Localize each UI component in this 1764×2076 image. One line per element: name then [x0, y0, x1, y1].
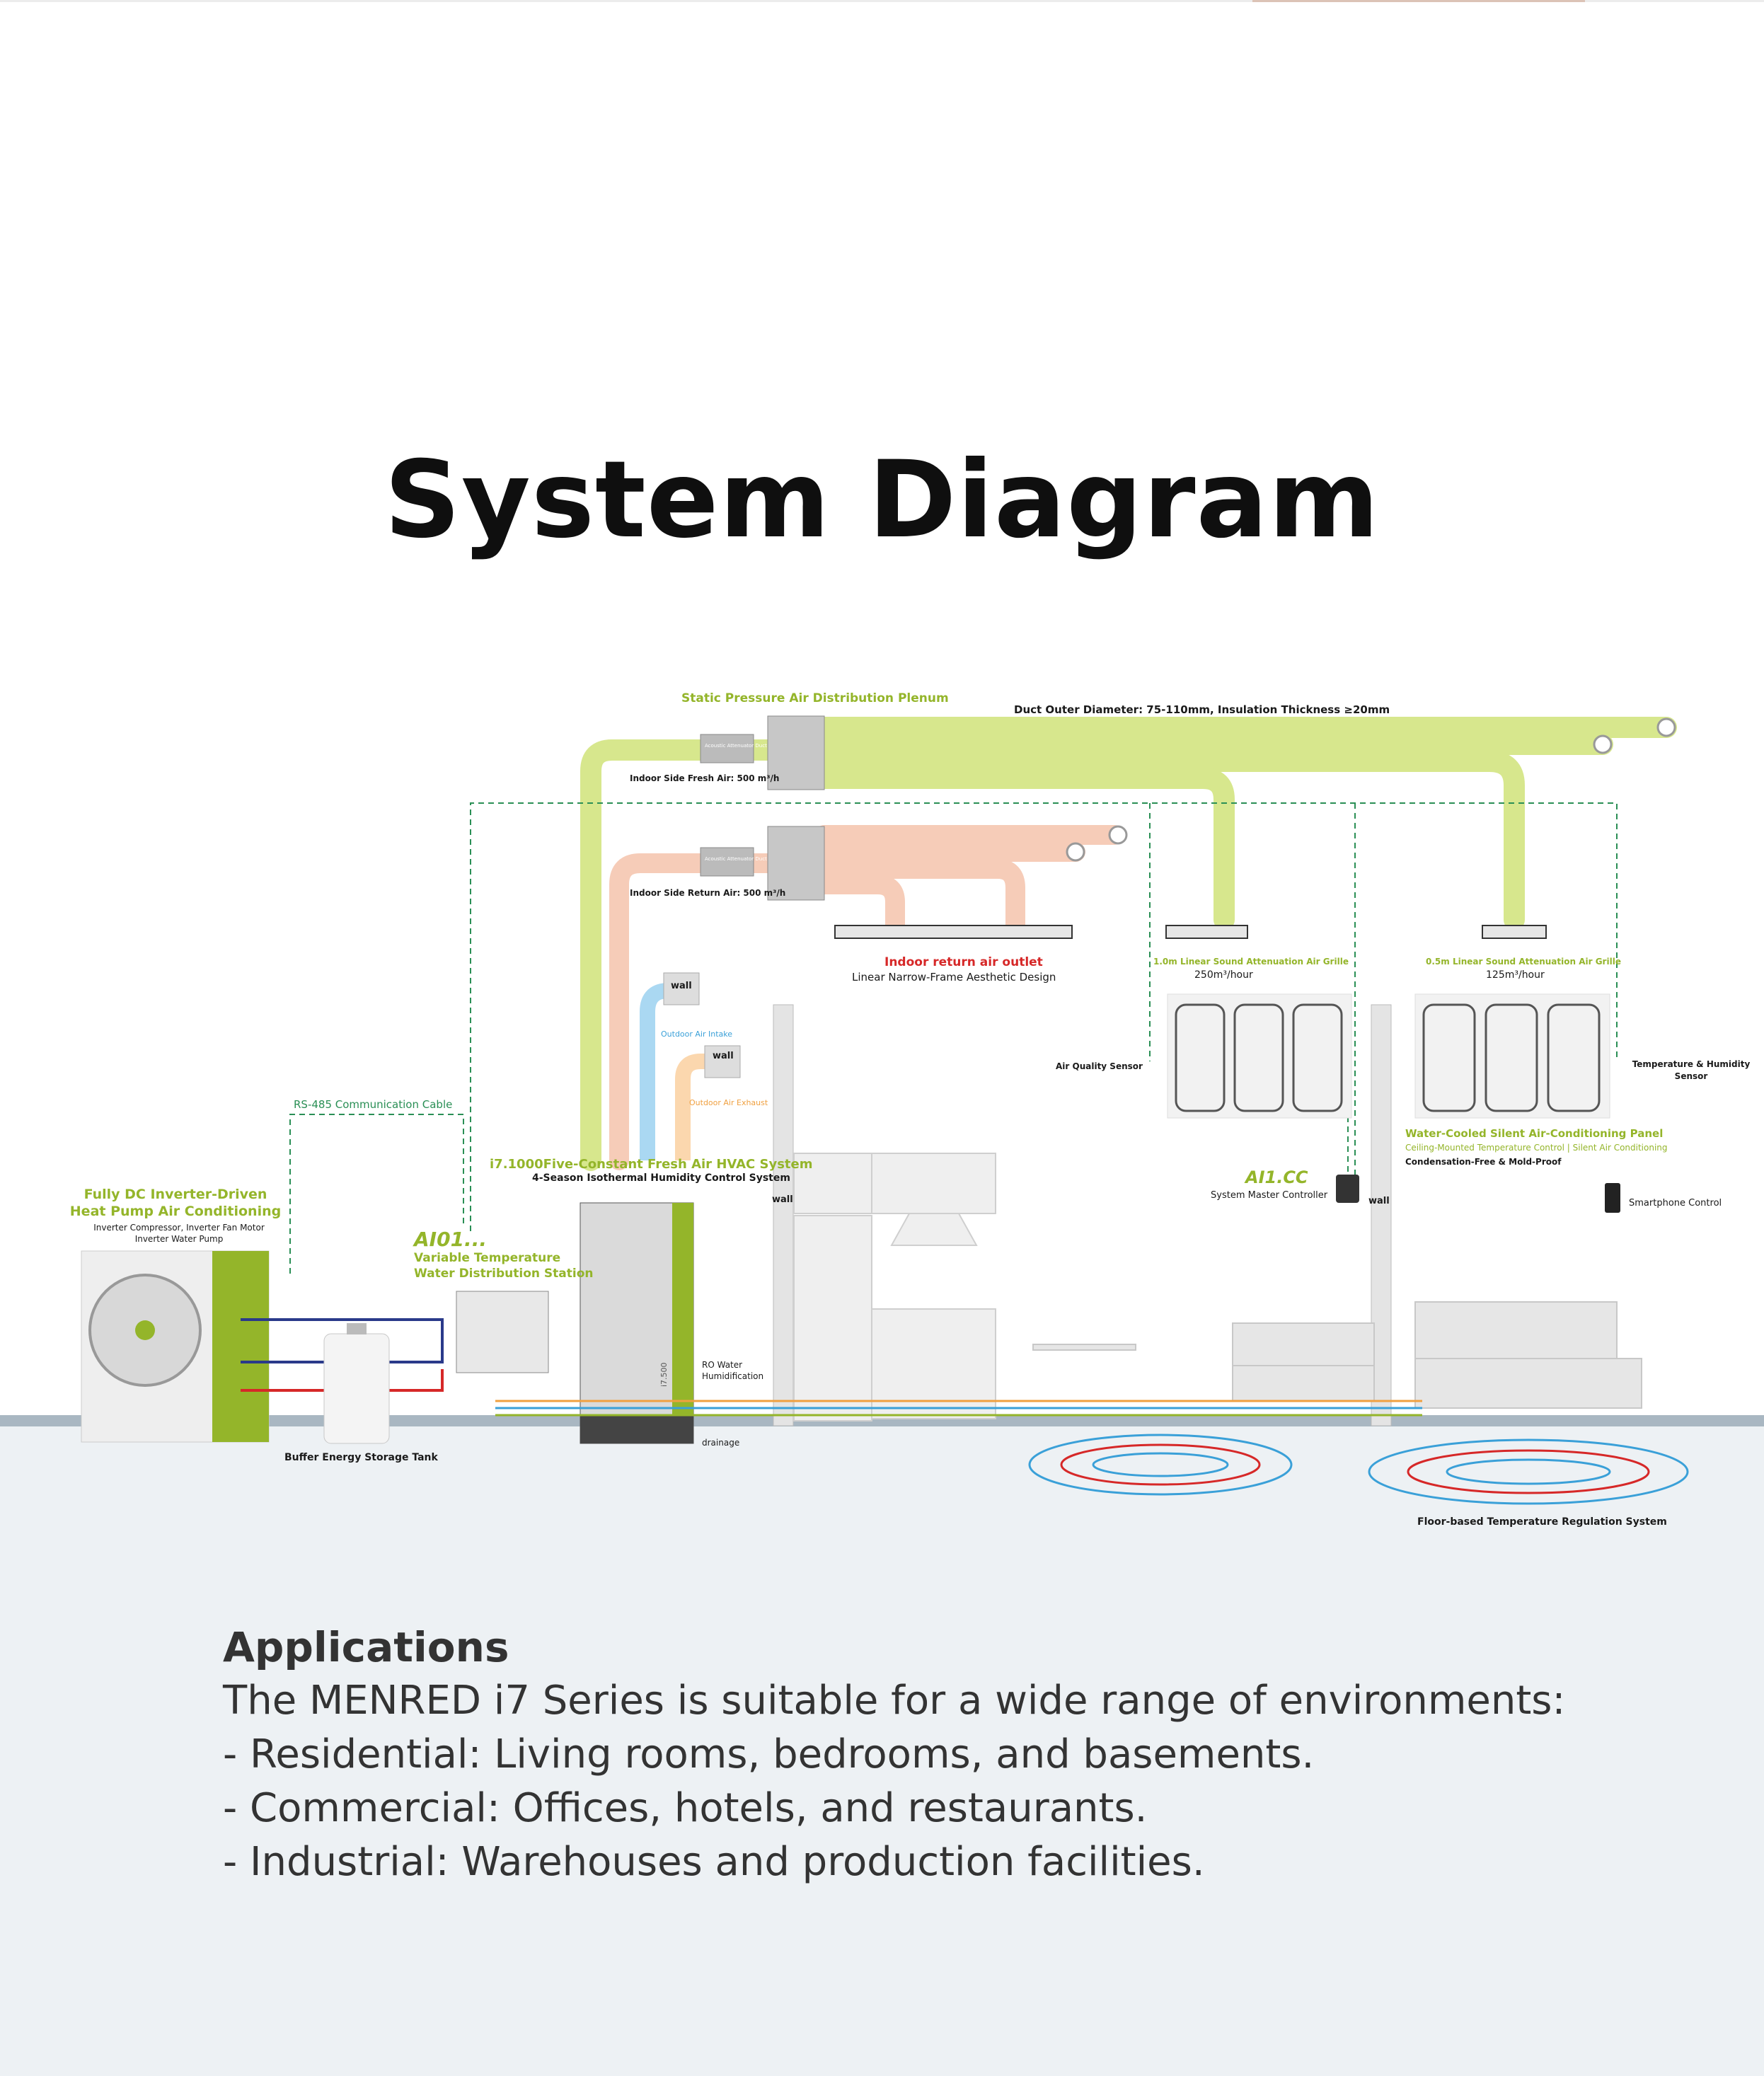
page-title: System Diagram	[384, 439, 1380, 562]
heat-pump-panel	[212, 1251, 269, 1442]
attenuator-fresh	[700, 734, 754, 763]
brick-wall-left	[773, 1004, 794, 1426]
return-outlet-desc: Linear Narrow-Frame Aesthetic Design	[852, 971, 1056, 984]
ro-water-label-2: Humidification	[702, 1371, 764, 1381]
controller-name: System Master Controller	[1211, 1190, 1328, 1201]
hvac-desc-label: 4-Season Isothermal Humidity Control Sys…	[532, 1172, 790, 1184]
return-diffuser-2	[1066, 842, 1085, 862]
air-quality-label: Air Quality Sensor	[1056, 1061, 1143, 1071]
duct-spec-label: Duct Outer Diameter: 75-110mm, Insulatio…	[1014, 703, 1390, 716]
controller-code: AI1.CC	[1245, 1167, 1308, 1187]
return-outlet-label: Indoor return air outlet	[884, 955, 1043, 969]
duct-branch-right	[814, 751, 1525, 930]
return-air-riser	[609, 853, 778, 1170]
cable-top	[470, 802, 1618, 1231]
master-controller-device	[1336, 1175, 1359, 1203]
buffer-tank-label: Buffer Energy Storage Tank	[284, 1452, 438, 1463]
panel-desc-1: Ceiling-Mounted Temperature Control | Si…	[1405, 1143, 1668, 1153]
diffuser-1	[1656, 717, 1676, 737]
heatpump-title-2: Heat Pump Air Conditioning	[69, 1204, 282, 1219]
attenuator-return	[700, 847, 754, 877]
plenum-box-fresh	[767, 715, 825, 790]
return-diffuser-1	[1108, 825, 1128, 845]
attenuator-fresh-label: Acoustic Attenuator Duct	[705, 743, 767, 749]
applications-industrial: - Industrial: Warehouses and production …	[223, 1839, 1205, 1885]
fresh-air-label: Indoor Side Fresh Air: 500 m³/h	[630, 773, 780, 783]
return-air-ducts	[609, 825, 1124, 1170]
diffuser-2	[1593, 734, 1613, 754]
applications-intro: The MENRED i7 Series is suitable for a w…	[223, 1678, 1566, 1724]
applications-section: Applications The MENRED i7 Series is sui…	[223, 1620, 1638, 1889]
fresh-air-ducts	[580, 717, 1677, 1171]
floor-system-label: Floor-based Temperature Regulation Syste…	[1417, 1516, 1667, 1528]
supply-grille-1	[1165, 925, 1248, 939]
brick-wall-right	[1371, 1004, 1392, 1426]
floor-background	[0, 1424, 1764, 2076]
outdoor-intake-duct	[640, 983, 672, 1160]
return-air-label: Indoor Side Return Air: 500 m³/h	[630, 888, 786, 898]
applications-commercial: - Commercial: Offices, hotels, and resta…	[223, 1785, 1148, 1831]
supply-grille-2	[1482, 925, 1547, 939]
return-drop-right	[814, 859, 1025, 935]
heatpump-title-1: Fully DC Inverter-Driven	[83, 1187, 267, 1202]
wall-label-bedroom: wall	[1368, 1196, 1390, 1206]
grille-1-flow: 250m³/hour	[1194, 969, 1253, 981]
hvac-unit-side	[672, 1203, 693, 1415]
drainage-label: drainage	[702, 1438, 740, 1448]
plenum-label: Static Pressure Air Distribution Plenum	[681, 691, 949, 705]
plenum-box-return	[767, 826, 825, 901]
buffer-tank-body	[323, 1333, 390, 1444]
top-divider-accent	[1252, 0, 1585, 2]
pipe-return	[241, 1369, 444, 1392]
grille-2-flow: 125m³/hour	[1486, 969, 1545, 981]
floor-heating-coils	[1028, 1434, 1689, 1505]
heat-pump-fan-hub	[135, 1320, 155, 1340]
grille-2-label: 0.5m Linear Sound Attenuation Air Grille	[1426, 957, 1621, 967]
return-outlet-grille	[834, 925, 1073, 939]
rs485-label: RS-485 Communication Cable	[294, 1098, 453, 1111]
return-drop-left	[814, 875, 905, 935]
station-code: AI01...	[414, 1228, 487, 1251]
kitchen	[793, 1153, 996, 1422]
wall-label-intake: wall	[671, 981, 692, 991]
applications-heading: Applications	[223, 1623, 509, 1671]
heatpump-desc-2: Inverter Water Pump	[134, 1234, 224, 1244]
wall-label-exhaust: wall	[713, 1051, 734, 1061]
outdoor-intake-label: Outdoor Air Intake	[661, 1030, 733, 1039]
temp-humidity-label-2: Sensor	[1674, 1071, 1708, 1081]
fresh-air-riser	[580, 739, 778, 1171]
duct-branch-left	[814, 768, 1235, 930]
hvac-unit-base	[580, 1415, 693, 1443]
distribution-station-box	[456, 1291, 549, 1373]
outdoor-exhaust-duct	[675, 1054, 711, 1160]
smartphone-label: Smartphone Control	[1629, 1198, 1722, 1209]
applications-residential: - Residential: Living rooms, bedrooms, a…	[223, 1731, 1315, 1777]
panel-title-label: Water-Cooled Silent Air-Conditioning Pan…	[1405, 1127, 1664, 1140]
heatpump-desc-1: Inverter Compressor, Inverter Fan Motor	[93, 1223, 265, 1233]
station-name-1: Variable Temperature	[414, 1251, 561, 1265]
floor-line	[0, 1415, 1764, 1426]
ro-water-label-1: RO Water	[702, 1360, 743, 1370]
station-name-2: Water Distribution Station	[414, 1267, 594, 1281]
attenuator-return-label: Acoustic Attenuator Duct	[705, 856, 767, 862]
panel-desc-2: Condensation-Free & Mold-Proof	[1405, 1157, 1562, 1167]
grille-1-label: 1.0m Linear Sound Attenuation Air Grille	[1153, 957, 1349, 967]
unit-model-label: i7.500	[659, 1362, 669, 1387]
rs485-cable	[289, 1114, 464, 1274]
furniture	[1032, 1301, 1642, 1409]
wall-block-intake	[663, 972, 700, 1005]
smartphone-device	[1605, 1183, 1620, 1213]
ceiling-panels	[1167, 993, 1610, 1119]
top-divider	[0, 0, 1764, 2]
wall-block-exhaust	[704, 1045, 741, 1078]
floor-water-lines	[495, 1400, 1422, 1417]
buffer-tank-valve	[347, 1323, 367, 1334]
temp-humidity-label-1: Temperature & Humidity	[1632, 1059, 1751, 1069]
outdoor-exhaust-label: Outdoor Air Exhaust	[689, 1098, 768, 1107]
hvac-name-label: i7.1000Five-Constant Fresh Air HVAC Syst…	[490, 1157, 813, 1172]
wall-label-kitchen: wall	[772, 1194, 793, 1205]
